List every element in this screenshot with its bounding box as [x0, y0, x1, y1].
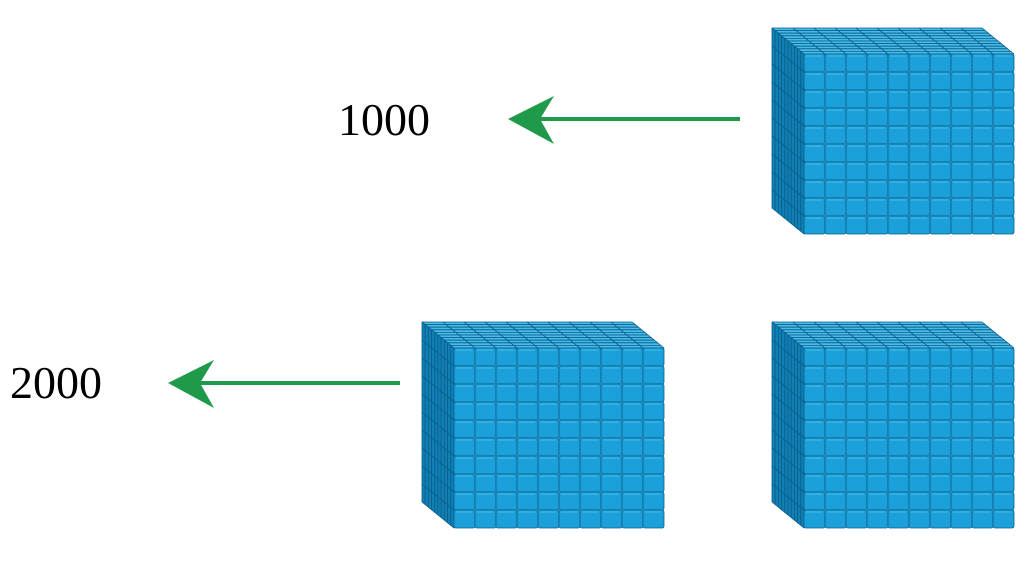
- label-1000: 1000: [338, 94, 430, 145]
- thousand-cube-row1: [771, 27, 1015, 235]
- row-1: 1000: [338, 27, 1015, 235]
- thousand-cube-row2-left: [421, 321, 665, 529]
- arrow-2: [168, 360, 400, 408]
- row-2: 2000: [10, 321, 1015, 529]
- arrow-1: [508, 96, 740, 144]
- thousand-cube-row2-right: [771, 321, 1015, 529]
- label-2000: 2000: [10, 357, 102, 408]
